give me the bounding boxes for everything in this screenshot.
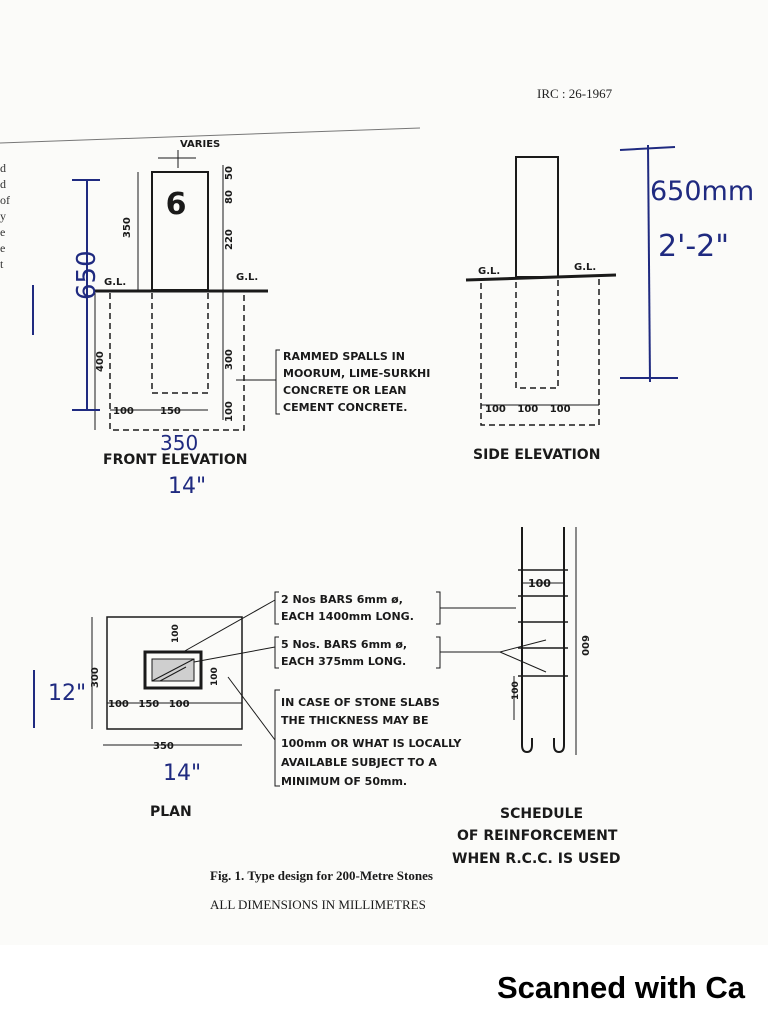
gl-right-label: G.L. — [236, 272, 258, 283]
side-stone-below-ground — [515, 280, 559, 389]
bars-note-1-bracket — [274, 591, 279, 625]
stone-number: 6 — [166, 187, 187, 222]
side-foundation-outline — [480, 278, 600, 426]
slab-note-line-3: 100mm OR WHAT IS LOCALLY — [281, 737, 462, 750]
handwritten-height-marker — [32, 179, 100, 411]
plan-stone-outline — [143, 650, 203, 690]
bars-note-1-line-1: 2 Nos BARS 6mm ø, — [281, 593, 403, 606]
dim-100-right-label: 100 — [224, 401, 235, 422]
handwritten-plan-width: 14" — [163, 761, 201, 786]
side-gl-left-label: G.L. — [478, 266, 500, 277]
margin-letter: e — [0, 241, 6, 255]
drawing-sheet: 6 VARIES G.L. G.L. 350 220 80 50 300 100… — [0, 127, 754, 867]
dim-80-label: 80 — [224, 190, 235, 204]
varies-label: VARIES — [180, 139, 220, 150]
bars-note-2-line-1: 5 Nos. BARS 6mm ø, — [281, 638, 407, 651]
handwritten-plan-height: 12" — [48, 681, 86, 706]
foundation-outline — [109, 293, 245, 431]
handwritten-side-marker — [619, 144, 678, 383]
dim-350-label: 350 — [122, 217, 133, 238]
schedule-dim-600-label: 600 — [579, 635, 590, 656]
side-elevation-title: SIDE ELEVATION — [473, 447, 600, 463]
slab-note-line-5: MINIMUM OF 50mm. — [281, 775, 407, 788]
stone-below-ground — [151, 293, 209, 394]
plan-dim-350-label: 350 — [153, 741, 174, 752]
handwritten-2ft-2in: 2'-2" — [658, 229, 729, 264]
reinforcement-schedule-drawing — [513, 527, 577, 755]
dim-220-label: 220 — [224, 229, 235, 250]
plan-view — [91, 599, 276, 746]
schedule-title-line-2: OF REINFORCEMENT — [457, 828, 618, 844]
side-gl-right-label: G.L. — [574, 262, 596, 273]
bars-note-1-line-2: EACH 1400mm LONG. — [281, 610, 414, 623]
base-note-line-1: RAMMED SPALLS IN — [283, 350, 405, 363]
dim-50-label: 50 — [224, 166, 235, 180]
dim-400-label: 400 — [95, 351, 106, 372]
front-elevation — [94, 150, 268, 431]
plan-dim-300-label: 300 — [90, 667, 101, 688]
plan-dim-100-right-label: 100 — [210, 667, 220, 686]
margin-letter: y — [0, 209, 6, 223]
figure-caption: Fig. 1. Type design for 200-Metre Stones — [210, 868, 433, 883]
side-dims-label: 100 100 100 — [485, 404, 571, 415]
dim-300-label: 300 — [224, 349, 235, 370]
slab-note-line-4: AVAILABLE SUBJECT TO A — [281, 756, 437, 769]
gl-left-label: G.L. — [104, 277, 126, 288]
base-note-line-2: MOORUM, LIME-SURKHI — [283, 367, 430, 380]
margin-letter: d — [0, 177, 6, 191]
schedule-dim-100-label: 100 — [528, 577, 551, 590]
scanner-watermark: Scanned with Ca — [497, 970, 746, 1005]
plan-foundation-outline — [106, 616, 243, 730]
schedule-title-line-3: WHEN R.C.C. IS USED — [452, 851, 621, 867]
scanned-page — [0, 0, 768, 945]
margin-letter: of — [0, 193, 10, 207]
schedule-title-line-1: SCHEDULE — [500, 806, 583, 822]
side-elevation — [465, 156, 617, 426]
note-bracket — [275, 349, 280, 415]
plan-dims-bottom-label: 100 150 100 — [108, 699, 190, 710]
handwritten-width-inches: 14" — [168, 474, 206, 499]
dim-bottom-mid-label: 150 — [160, 406, 181, 417]
slab-note-line-1: IN CASE OF STONE SLABS — [281, 696, 440, 709]
base-note-line-3: CONCRETE OR LEAN — [283, 384, 406, 397]
handwritten-width: 350 — [160, 431, 198, 455]
side-ground-line — [465, 273, 617, 282]
dim-bottom-label: 100 — [113, 406, 134, 417]
margin-letter: t — [0, 257, 4, 271]
plan-leader-3 — [227, 676, 276, 741]
plan-dim-100-top-label: 100 — [171, 624, 181, 643]
slab-note-bracket — [274, 689, 280, 787]
slab-note-line-2: THE THICKNESS MAY BE — [281, 714, 428, 727]
plan-leader-2 — [193, 646, 276, 663]
margin-letter: e — [0, 225, 6, 239]
page-rule — [0, 127, 421, 144]
document-code: IRC : 26-1967 — [537, 86, 613, 101]
handwritten-height: 650 — [72, 250, 102, 300]
plan-title: PLAN — [150, 804, 192, 820]
plan-leader-1 — [182, 599, 276, 653]
dimensions-note: ALL DIMENSIONS IN MILLIMETRES — [210, 897, 426, 912]
bars-note-2-line-2: EACH 375mm LONG. — [281, 655, 406, 668]
bars-note-2-bracket — [274, 636, 279, 669]
margin-letter: d — [0, 161, 6, 175]
base-note-line-4: CEMENT CONCRETE. — [283, 401, 407, 414]
schedule-dim-100-side-label: 100 — [511, 681, 521, 700]
handwritten-650mm: 650mm — [650, 176, 754, 207]
front-elevation-title: FRONT ELEVATION — [103, 452, 247, 468]
side-stone-above-ground — [515, 156, 559, 278]
